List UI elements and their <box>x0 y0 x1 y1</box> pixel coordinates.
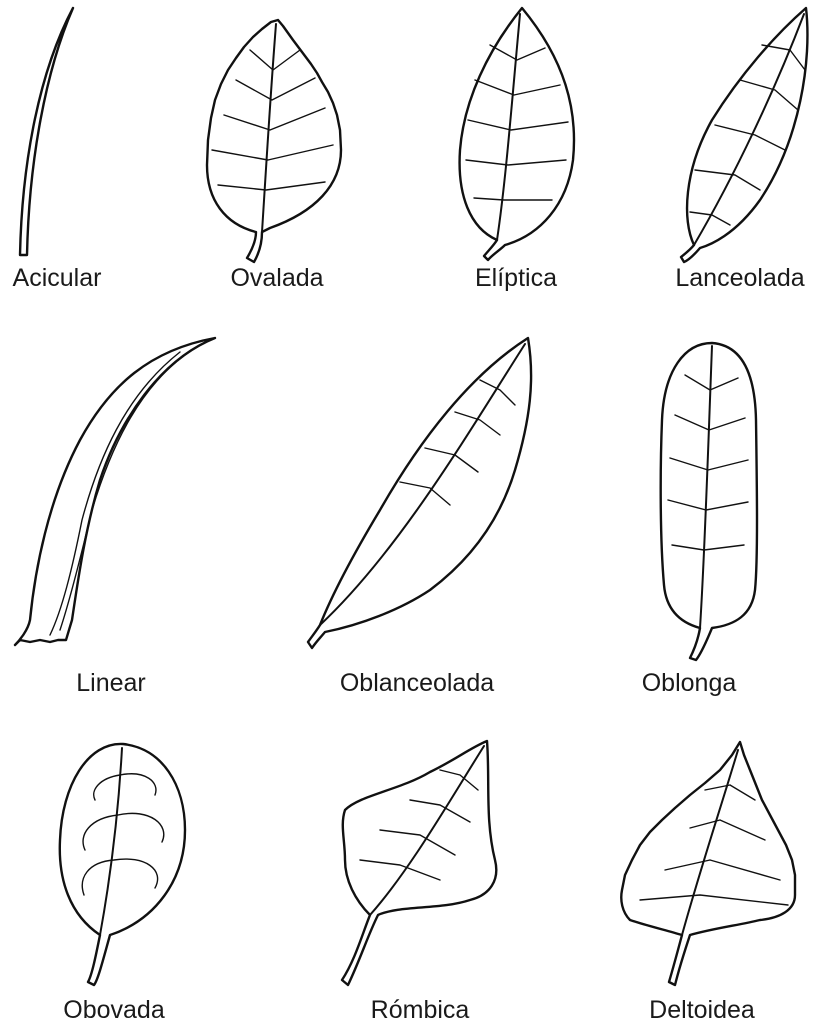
obovada-leaf-drawing <box>60 744 185 985</box>
label-oblanceolada: Oblanceolada <box>340 671 494 696</box>
label-obovada: Obovada <box>63 998 164 1023</box>
rombica-leaf-drawing <box>342 741 496 985</box>
ovalada-leaf-drawing <box>207 20 341 262</box>
lanceolada-leaf-drawing <box>681 8 807 262</box>
acicular-leaf-drawing <box>20 8 73 255</box>
linear-leaf-drawing <box>15 338 215 645</box>
label-oblonga: Oblonga <box>642 671 737 696</box>
label-acicular: Acicular <box>13 266 102 291</box>
label-deltoidea: Deltoidea <box>649 998 755 1023</box>
oblanceolada-leaf-drawing <box>308 338 531 648</box>
eliptica-leaf-drawing <box>460 8 574 260</box>
label-lanceolada: Lanceolada <box>675 266 804 291</box>
oblonga-leaf-drawing <box>661 343 757 660</box>
deltoidea-leaf-drawing <box>621 742 795 985</box>
label-eliptica: Elíptica <box>475 266 557 291</box>
label-ovalada: Ovalada <box>230 266 323 291</box>
label-rombica: Rómbica <box>371 998 470 1023</box>
label-linear: Linear <box>76 671 146 696</box>
